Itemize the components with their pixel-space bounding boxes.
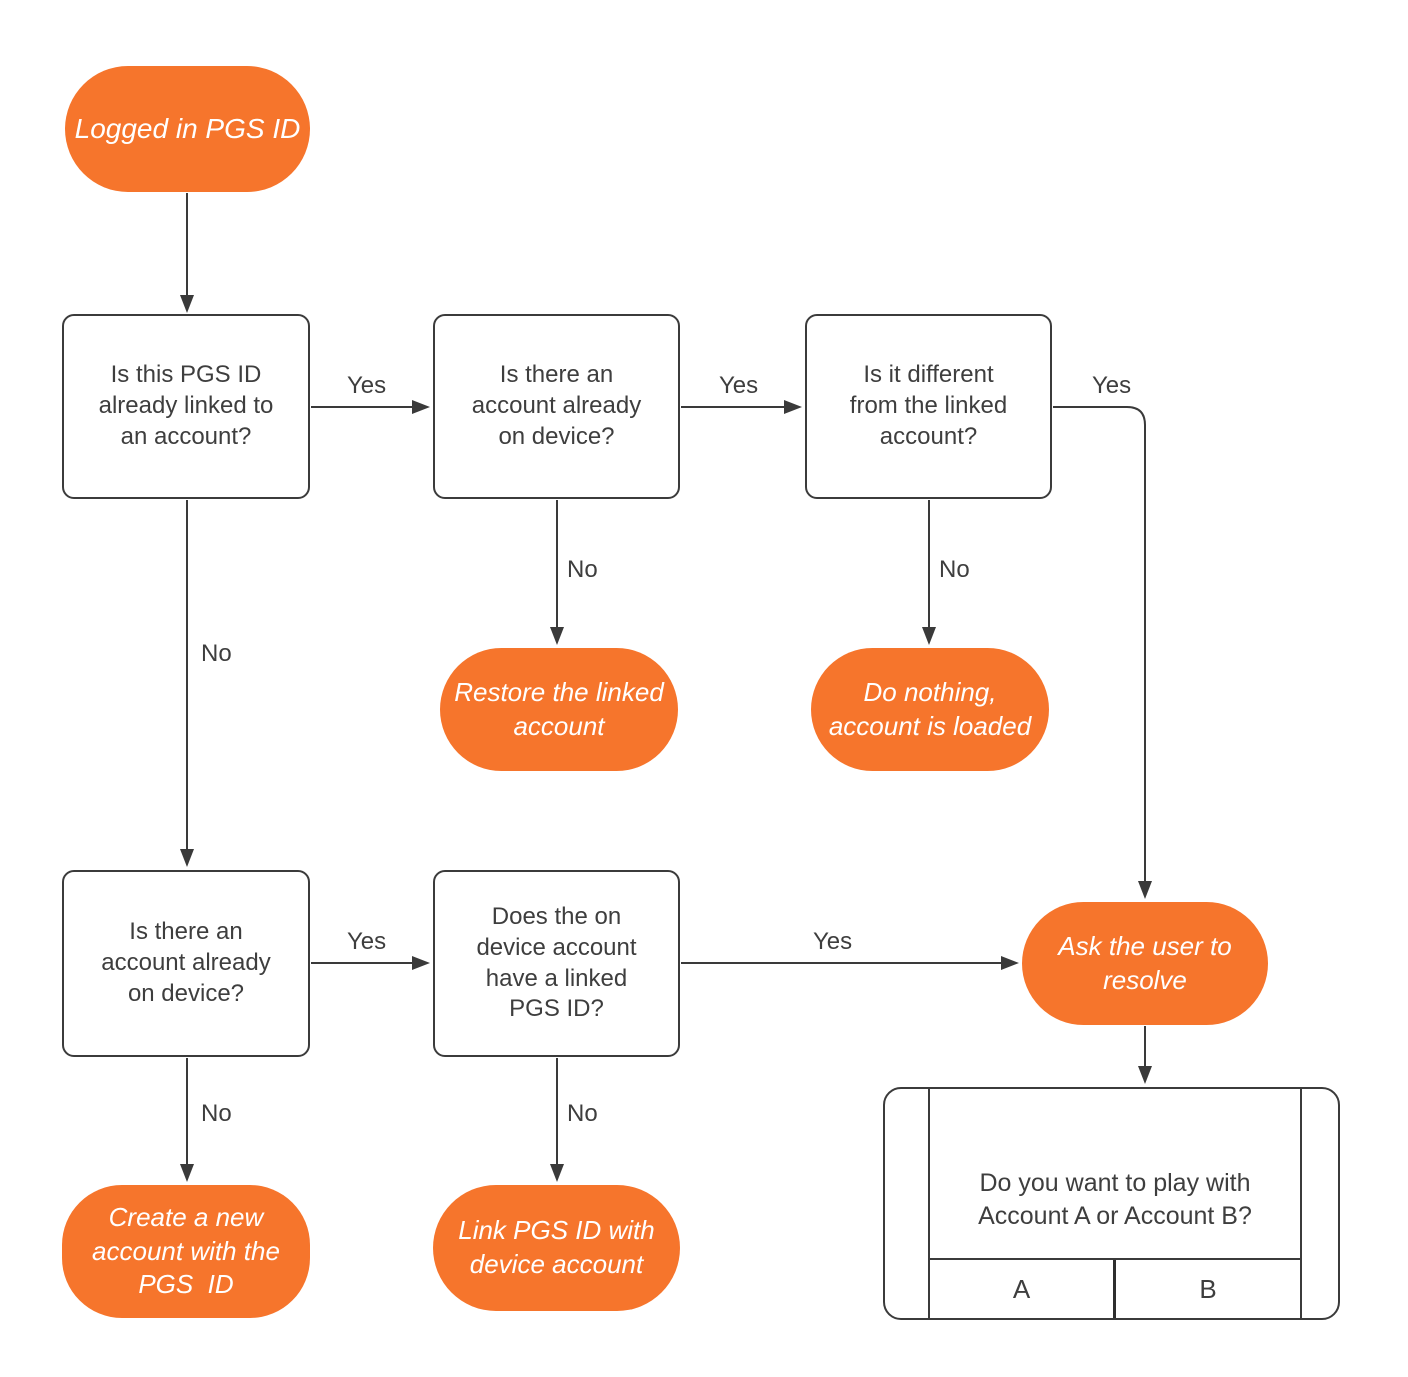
dialog-right-frame-divider (1300, 1089, 1302, 1318)
decision-is-pgs-id-linked: Is this PGS ID already linked to an acco… (62, 314, 310, 499)
action-ask-user-to-resolve: Ask the user to resolve (1022, 902, 1268, 1025)
edge-label-has-linked-pgs-no: No (567, 1100, 598, 1127)
edge-label-is-different-no: No (939, 556, 970, 583)
edge-label-has-linked-pgs-yes: Yes (813, 928, 853, 955)
decision-has-linked-pgs-id: Does the on device account have a linked… (433, 870, 680, 1057)
action-do-nothing-account-loaded: Do nothing, account is loaded (811, 648, 1049, 771)
decision-account-on-device-top: Is there an account already on device? (433, 314, 680, 499)
connector-is-different-yes (1053, 406, 1152, 899)
edge-label-on-device-top-no: No (567, 556, 598, 583)
decision-account-on-device-bottom: Is there an account already on device? (62, 870, 310, 1057)
edge-label-on-device-top-yes: Yes (719, 372, 759, 399)
edge-label-is-linked-no: No (201, 640, 232, 667)
dialog-left-frame-divider (928, 1089, 930, 1318)
edge-label-on-device-bottom-no: No (201, 1100, 232, 1127)
edge-label-is-different-yes: Yes (1092, 372, 1132, 399)
edge-label-is-linked-yes: Yes (347, 372, 387, 399)
action-restore-linked-account: Restore the linked account (440, 648, 678, 771)
decision-is-different-from-linked: Is it different from the linked account? (805, 314, 1052, 499)
button-a[interactable]: A (1012, 1273, 1031, 1304)
dialog-question: Do you want to play with Account A or Ac… (978, 1169, 1252, 1230)
start-node-logged-in-pgs-id: Logged in PGS ID (65, 66, 310, 192)
button-b[interactable]: B (1199, 1273, 1217, 1304)
account-choice-dialog: Do you want to play with Account A or Ac… (883, 1087, 1340, 1320)
action-create-new-account: Create a new account with the PGS ID (62, 1185, 310, 1318)
action-link-pgs-id-with-device-account: Link PGS ID with device account (433, 1185, 680, 1311)
dialog-ab-divider (1113, 1260, 1116, 1318)
edge-label-on-device-bottom-yes: Yes (347, 928, 387, 955)
dialog-button-row-divider (928, 1258, 1302, 1260)
